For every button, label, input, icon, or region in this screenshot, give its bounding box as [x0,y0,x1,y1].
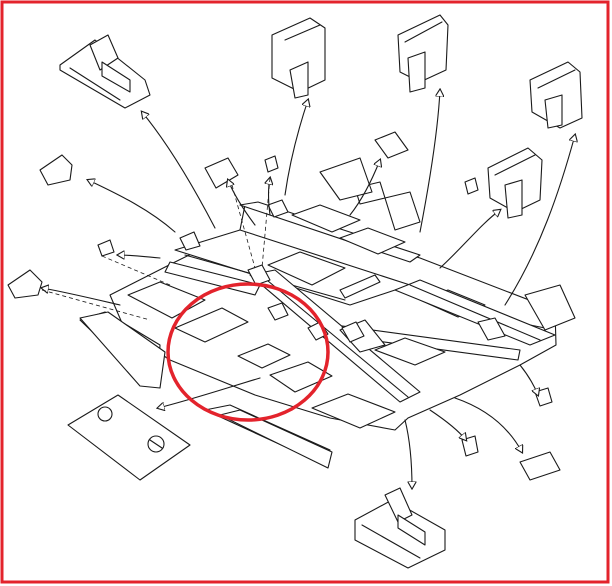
lower-left-plate [67,394,191,481]
top-left-bracket [59,34,151,109]
leader-arrows [42,90,575,488]
left-clip-parts [7,131,576,331]
panel-clips [179,181,506,343]
red-highlight-circle [166,282,330,422]
right-side-bracket [487,147,543,219]
top-right-bracket [397,14,449,93]
dashed-guide-lines [41,177,271,321]
lower-left-rail [79,311,333,469]
far-right-bracket [529,61,583,129]
bottom-bracket [354,487,446,569]
top-center-bracket [271,17,326,99]
bottom-right-clips [461,387,561,481]
